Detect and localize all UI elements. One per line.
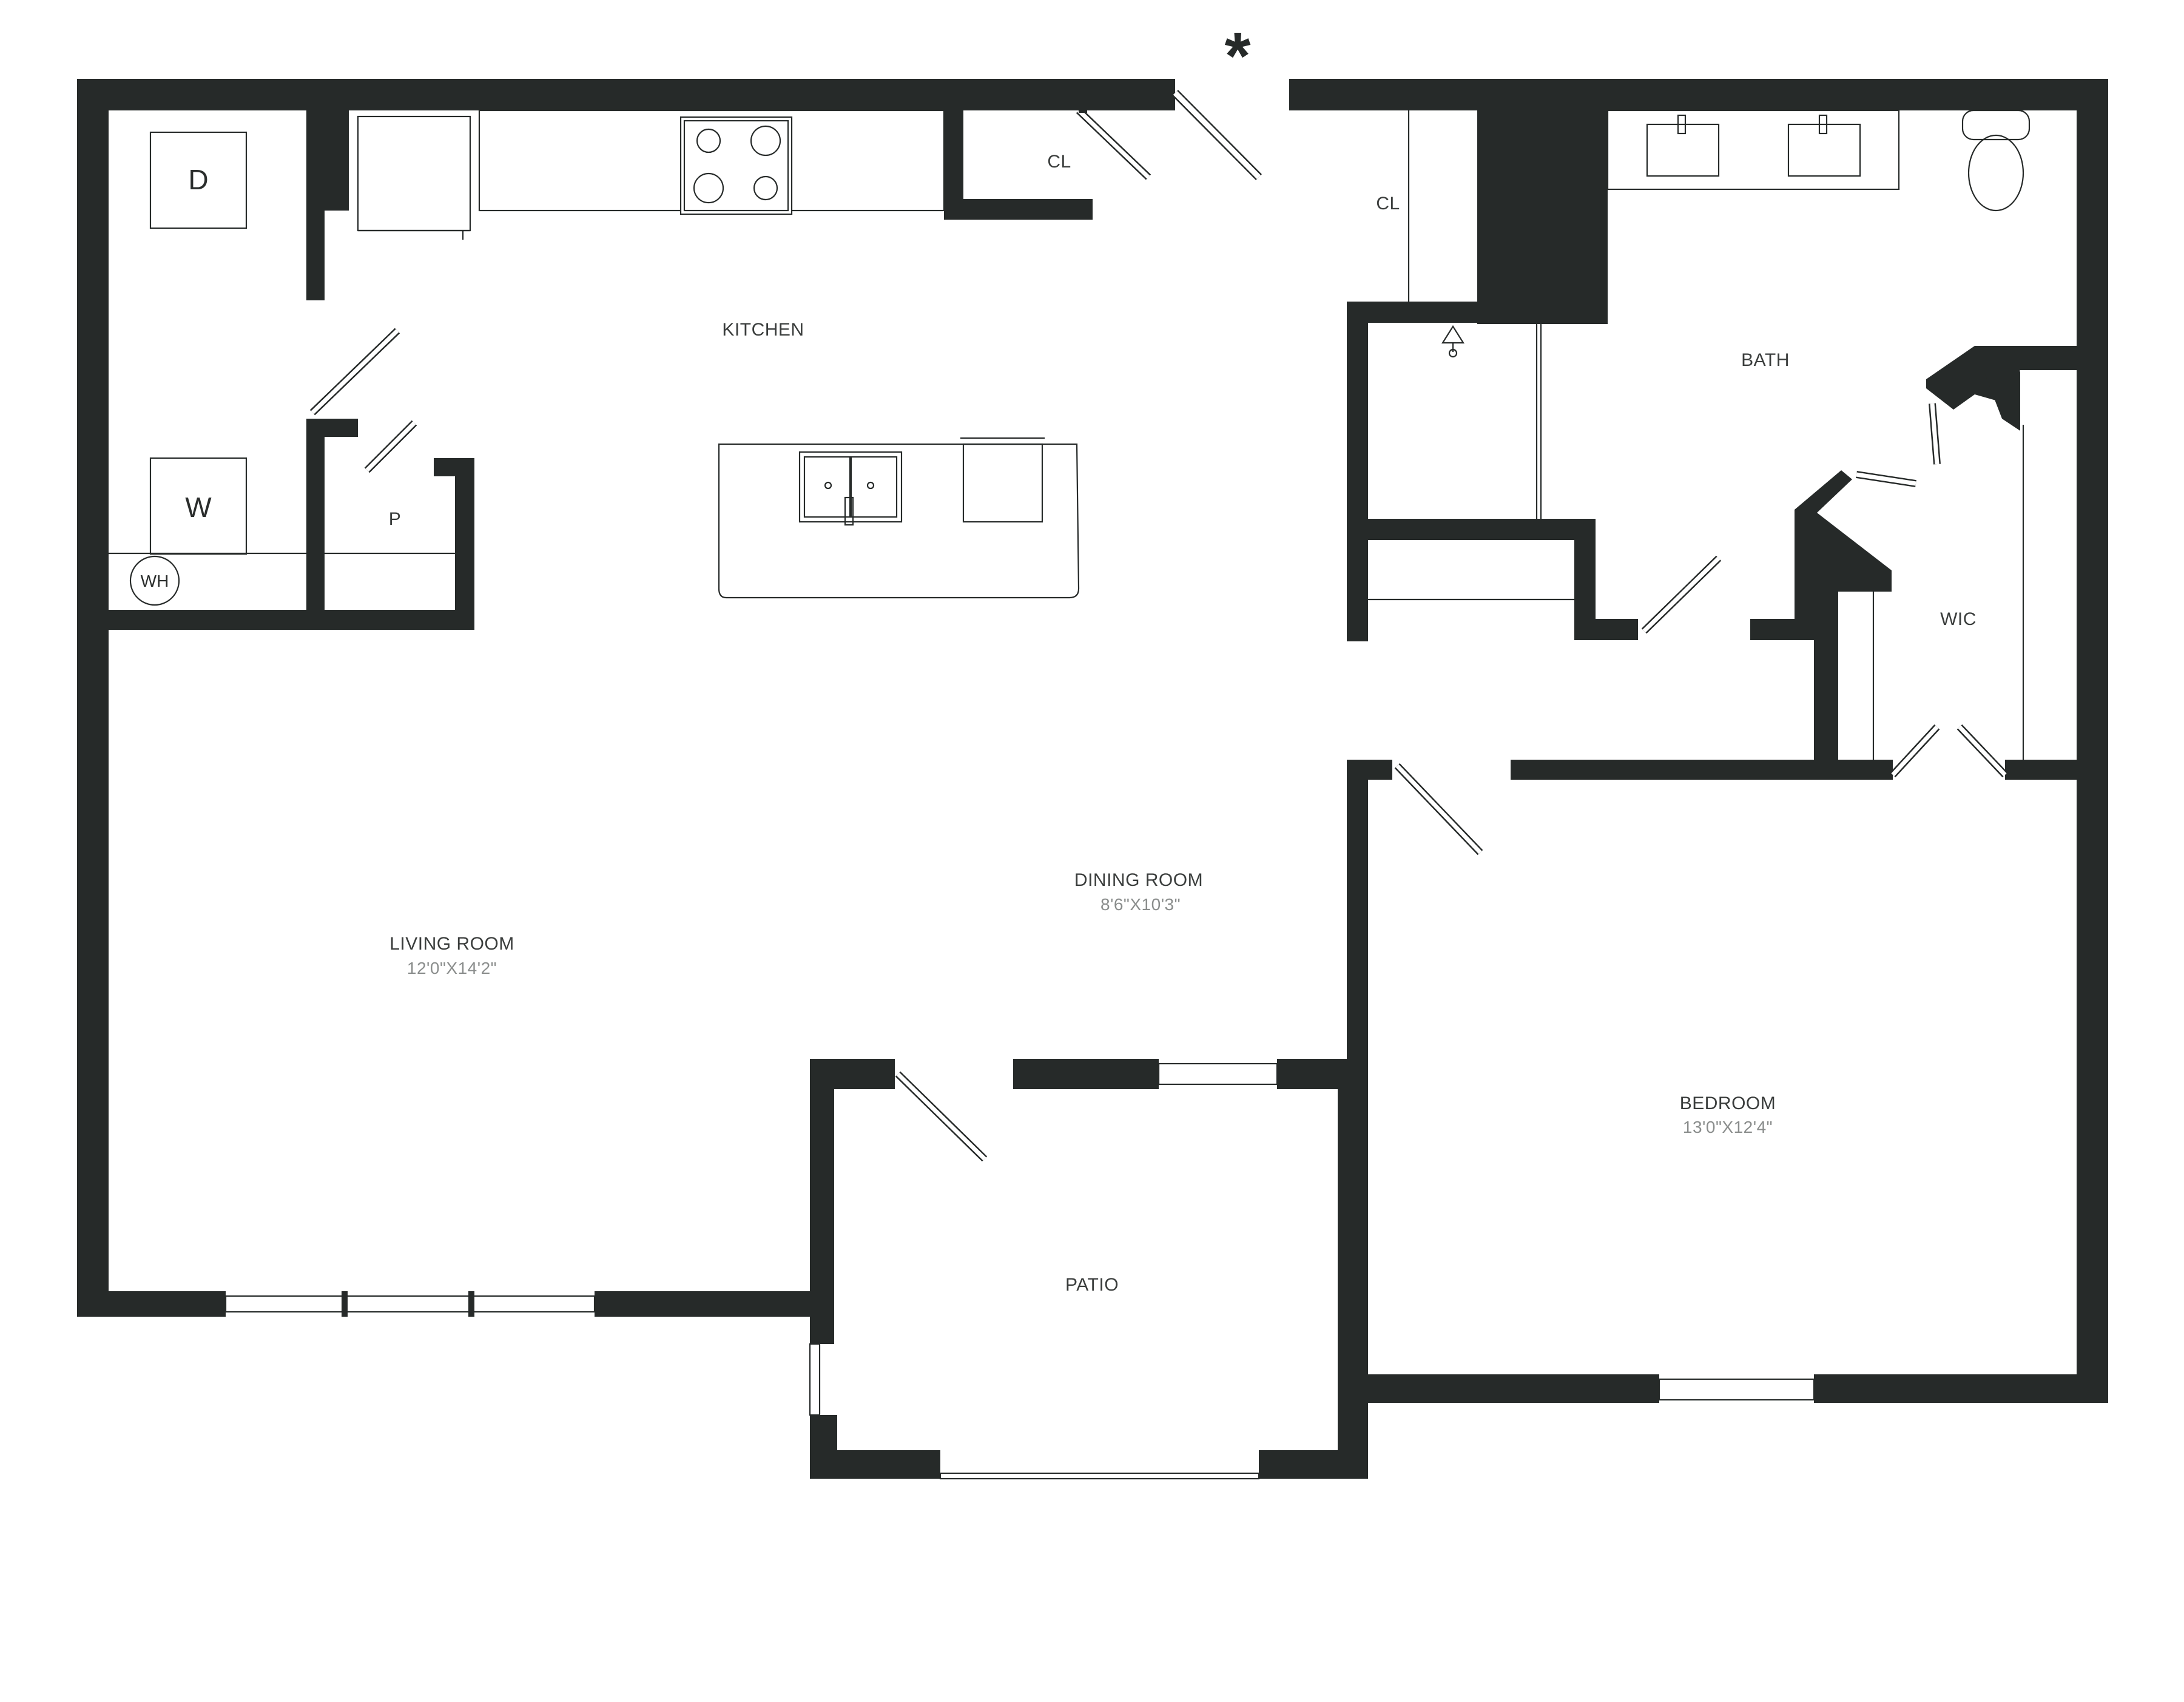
- dryer-label: D: [188, 164, 208, 195]
- room-label-pantry: P: [389, 509, 402, 529]
- kitchen-island: [718, 443, 1080, 599]
- room-label-patio: PATIO: [1065, 1275, 1119, 1295]
- washer-label: W: [185, 491, 212, 523]
- patio-bottom-window: [939, 1472, 1260, 1480]
- entry-marker: *: [1225, 19, 1251, 93]
- room-label-closet-kitchen: CL: [1047, 152, 1071, 172]
- dryer-icon: [149, 131, 248, 229]
- sink-right-icon: [1787, 123, 1861, 177]
- room-label-living: LIVING ROOM: [389, 934, 514, 954]
- room-label-wic: WIC: [1940, 609, 1977, 629]
- room-dims-bedroom: 13'0"X12'4": [1683, 1118, 1773, 1136]
- room-label-closet-hall: CL: [1376, 194, 1400, 214]
- cooktop-icon: [679, 116, 793, 215]
- room-dims-dining: 8'6"X10'3": [1100, 895, 1181, 914]
- water-heater-icon: [129, 555, 180, 606]
- vanity-counter: [1606, 109, 1900, 191]
- room-dims-living: 12'0"X14'2": [407, 959, 497, 978]
- patio-top-window: [1158, 1062, 1278, 1086]
- room-label-dining: DINING ROOM: [1074, 870, 1203, 890]
- bedroom-window: [1658, 1378, 1815, 1401]
- windows: [224, 1062, 1815, 1480]
- sink-left-icon: [1646, 123, 1720, 177]
- toilet-icon: [1961, 109, 2031, 212]
- living-window: [224, 1295, 596, 1313]
- refrigerator-icon: [357, 115, 471, 232]
- patio-left-window: [809, 1343, 821, 1416]
- room-label-kitchen: KITCHEN: [722, 320, 804, 340]
- room-label-bedroom: BEDROOM: [1680, 1093, 1776, 1113]
- valve-icon: [1441, 325, 1464, 358]
- walls: [77, 79, 2108, 1479]
- water-heater-label: WH: [141, 572, 169, 590]
- fixtures: [109, 109, 2031, 760]
- room-label-bath: BATH: [1741, 350, 1790, 370]
- doors: [309, 90, 2008, 1162]
- dishwasher-icon: [962, 443, 1043, 523]
